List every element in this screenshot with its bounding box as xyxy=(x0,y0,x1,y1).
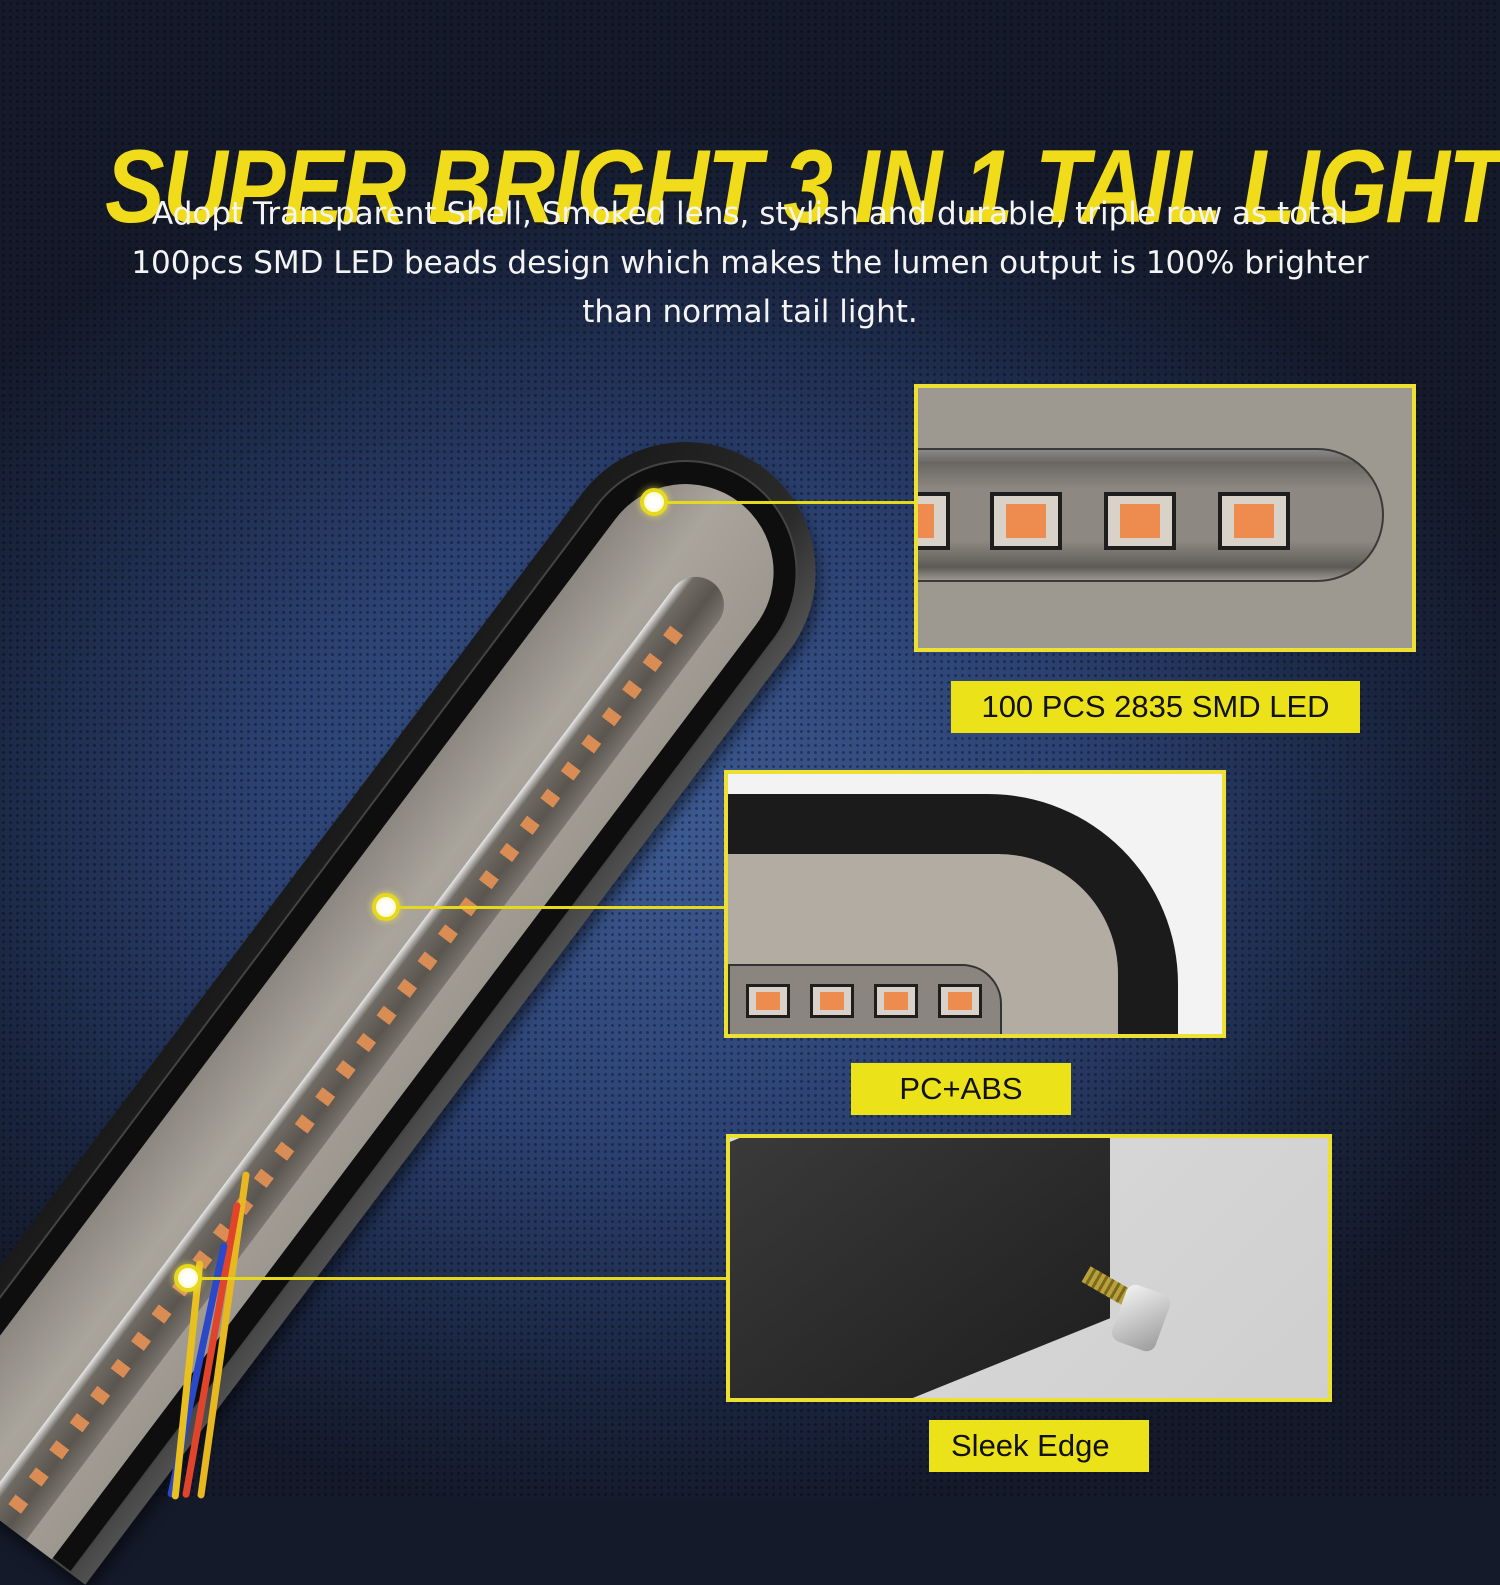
led-chip xyxy=(1104,492,1176,550)
page-title: SUPER BRIGHT 3 IN 1 TAIL LIGHT xyxy=(105,128,1500,245)
sleek-edge-panel xyxy=(726,1134,1332,1402)
led-chip xyxy=(918,492,950,550)
callout-line-material xyxy=(398,906,726,909)
product-description: Adopt Transparent Shell, Smoked lens, st… xyxy=(131,196,1369,330)
callout-label-material: PC+ABS xyxy=(851,1063,1071,1115)
led-beads xyxy=(0,625,684,1529)
led-chip xyxy=(810,984,854,1018)
wire-harness xyxy=(167,1170,270,1510)
callout-marker-material xyxy=(372,893,400,921)
led-chip xyxy=(746,984,790,1018)
callout-label-led: 100 PCS 2835 SMD LED xyxy=(951,681,1360,733)
smoked-lens xyxy=(0,448,809,1560)
housing-side xyxy=(730,1138,1110,1398)
callout-line-edge xyxy=(200,1277,728,1280)
callout-line-led xyxy=(666,501,916,504)
led-channel xyxy=(0,565,736,1541)
housing-material-panel xyxy=(724,770,1226,1038)
callout-marker-led xyxy=(640,488,668,516)
led-chip xyxy=(938,984,982,1018)
led-closeup-panel xyxy=(914,384,1416,652)
callout-label-edge: Sleek Edge xyxy=(929,1420,1149,1472)
led-chip xyxy=(1218,492,1290,550)
led-chip xyxy=(874,984,918,1018)
callout-marker-edge xyxy=(174,1264,202,1292)
led-chip xyxy=(990,492,1062,550)
